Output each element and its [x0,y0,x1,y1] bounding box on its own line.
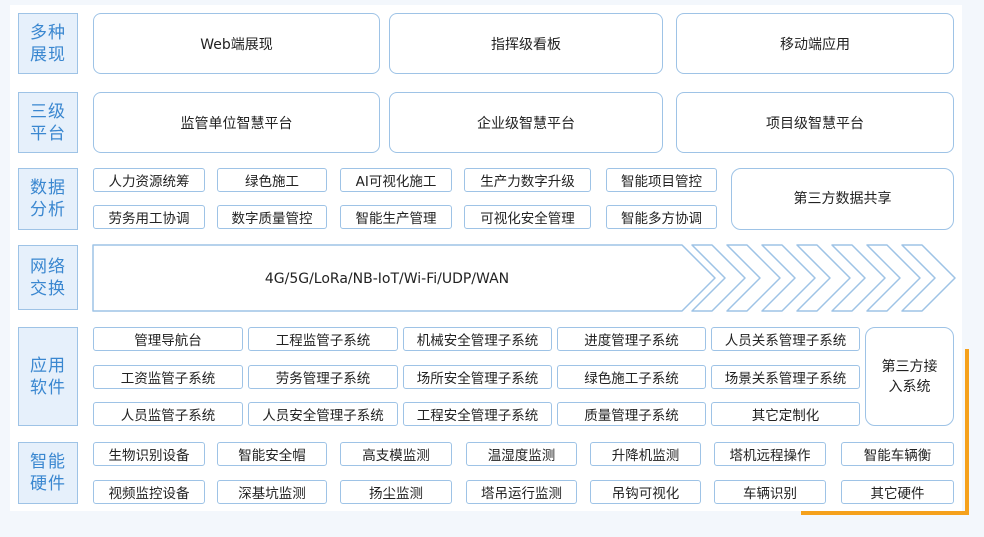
hardware-item: 吊钩可视化 [590,480,701,504]
hardware-item: 深基坑监测 [217,480,327,504]
analysis-item: 人力资源统筹 [93,168,205,192]
enterprise-platform-box: 企业级智慧平台 [389,92,663,153]
third-party-data-sharing-box: 第三方数据共享 [731,168,954,230]
hardware-item: 智能车辆衡 [841,442,954,466]
hardware-item: 智能安全帽 [217,442,327,466]
mobile-app-box: 移动端应用 [676,13,954,74]
network-protocols-label: 4G/5G/LoRa/NB-IoT/Wi-Fi/UDP/WAN [265,271,509,287]
hardware-item: 塔吊运行监测 [466,480,577,504]
software-item: 场景关系管理子系统 [711,365,860,389]
command-dashboard-box: 指挥级看板 [389,13,663,74]
software-item: 场所安全管理子系统 [403,365,552,389]
software-item: 机械安全管理子系统 [403,327,552,351]
regulator-platform-box: 监管单位智慧平台 [93,92,380,153]
analysis-item: 智能生产管理 [340,205,452,229]
analysis-item: 生产力数字升级 [464,168,591,192]
software-item: 工程监管子系统 [248,327,398,351]
chevron-icon [866,244,921,312]
category-platform: 三级平台 [18,92,78,153]
category-label: 应用软件 [30,355,66,398]
category-label: 智能硬件 [30,452,66,494]
hardware-item: 扬尘监测 [340,480,452,504]
analysis-item: 智能多方协调 [606,205,717,229]
analysis-item: 劳务用工协调 [93,205,205,229]
category-hardware: 智能硬件 [18,442,78,504]
category-software: 应用软件 [18,327,78,426]
chevron-icon [796,244,851,312]
software-item: 人员关系管理子系统 [711,327,860,351]
software-item: 人员监管子系统 [93,402,243,426]
hardware-item: 温湿度监测 [466,442,577,466]
hardware-item: 塔机远程操作 [714,442,826,466]
category-label: 多种展现 [30,22,66,65]
hardware-item: 视频监控设备 [93,480,205,504]
software-item: 其它定制化 [711,402,860,426]
software-item: 进度管理子系统 [557,327,706,351]
chevron-icon [831,244,886,312]
web-display-box: Web端展现 [93,13,380,74]
software-item: 工资监管子系统 [93,365,243,389]
software-item: 绿色施工子系统 [557,365,706,389]
category-label: 三级平台 [30,101,66,144]
project-platform-box: 项目级智慧平台 [676,92,954,153]
category-data-analysis: 数据分析 [18,168,78,230]
network-main-arrow [92,244,716,312]
hardware-item: 生物识别设备 [93,442,205,466]
category-network: 网络交换 [18,245,78,310]
software-item: 人员安全管理子系统 [248,402,398,426]
software-item: 质量管理子系统 [557,402,706,426]
software-item: 工程安全管理子系统 [403,402,552,426]
analysis-item: 数字质量管控 [217,205,327,229]
chevron-icon [691,244,746,312]
hardware-item: 车辆识别 [714,480,826,504]
third-party-integration-box: 第三方接入系统 [865,327,954,426]
category-display: 多种展现 [18,13,78,74]
software-item: 管理导航台 [93,327,243,351]
analysis-item: AI可视化施工 [340,168,452,192]
category-label: 网络交换 [30,256,66,299]
chevron-icon [761,244,816,312]
chevron-icon [901,244,956,312]
analysis-item: 智能项目管控 [606,168,717,192]
analysis-item: 可视化安全管理 [464,205,591,229]
network-arrow-banner: 4G/5G/LoRa/NB-IoT/Wi-Fi/UDP/WAN [92,244,956,312]
software-item: 劳务管理子系统 [248,365,398,389]
hardware-item: 其它硬件 [841,480,954,504]
chevron-icon [726,244,781,312]
category-label: 数据分析 [30,178,66,220]
hardware-item: 高支模监测 [340,442,452,466]
hardware-item: 升降机监测 [590,442,701,466]
analysis-item: 绿色施工 [217,168,327,192]
